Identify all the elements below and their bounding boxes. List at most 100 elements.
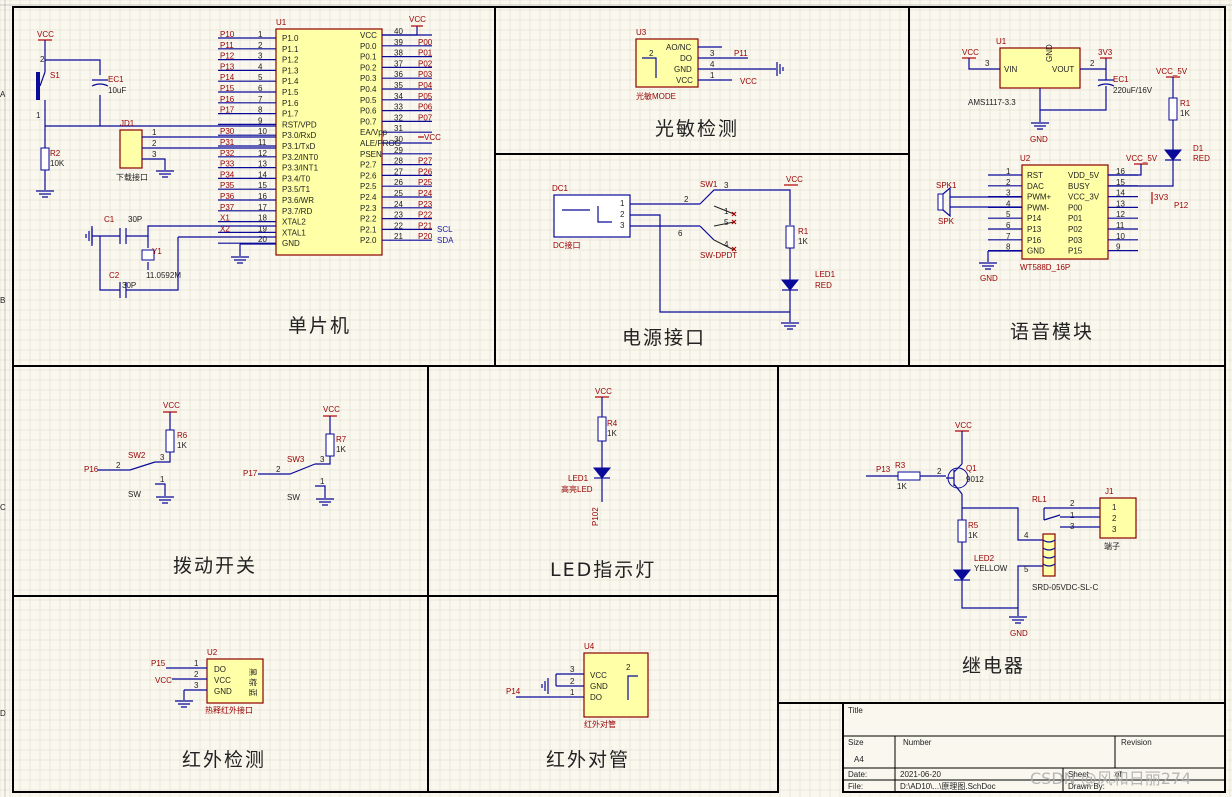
mcu-pin-name: P0.6 <box>360 107 377 116</box>
dc-jack[interactable] <box>553 194 631 238</box>
mcu-net-label: P02 <box>418 59 433 68</box>
r4-value: 1K <box>607 429 617 438</box>
mcu-pin-num: 28 <box>394 157 403 166</box>
voice-u2-pin-name: VDD_5V <box>1068 171 1100 180</box>
ir-pair-module[interactable] <box>583 652 649 718</box>
voice-u1-desc: AMS1117-3.3 <box>968 98 1016 107</box>
ir-detect-do: DO <box>214 665 226 674</box>
mcu-pin-name: P2.3 <box>360 204 377 213</box>
mcu-pin-name: P0.3 <box>360 74 377 83</box>
light-pin-num-1: 1 <box>710 71 715 80</box>
mcu-net-label: P07 <box>418 113 433 122</box>
light-sensor-module[interactable] <box>635 38 699 88</box>
spk-ref: SPK1 <box>936 181 957 190</box>
crystal-y1[interactable] <box>141 249 155 261</box>
wt588d-module[interactable] <box>1021 164 1109 260</box>
y1-ref: Y1 <box>152 247 162 256</box>
jd1-desc: 下载接口 <box>116 172 148 182</box>
mcu-pin-name: P3.3/INT1 <box>282 164 319 173</box>
titleblock-file: D:\AD10\...\原理图.SchDoc <box>900 782 996 791</box>
rl1-pin-3: 3 <box>1070 522 1075 531</box>
mcu-pin-num: 33 <box>394 103 403 112</box>
ams1117-regulator[interactable] <box>999 47 1081 89</box>
r2-resistor[interactable] <box>40 147 50 171</box>
relay-coil[interactable] <box>1042 533 1056 577</box>
mcu-pin-num: 8 <box>258 106 263 115</box>
light-pin-num-3: 3 <box>710 49 715 58</box>
mcu-ref: U1 <box>276 18 287 27</box>
mcu-net-label: P37 <box>220 203 235 212</box>
ir-detect-module[interactable] <box>206 658 264 704</box>
light-ref: U3 <box>636 28 647 37</box>
voice-u2-pin-name: PWM- <box>1027 203 1050 212</box>
ir-detect-desc: 热释红外接口 <box>205 705 253 715</box>
r6-ref: R6 <box>177 431 188 440</box>
voice-u2-pin-num: 11 <box>1116 221 1125 230</box>
mcu-net-label: P17 <box>220 106 235 115</box>
power-section: DC1 DC接口 1 2 3 SW1 SW-DPDT 2 3 1 5 4 6 V… <box>552 175 836 330</box>
mcu-pin-name: P1.7 <box>282 110 299 119</box>
relay-r5[interactable] <box>957 519 967 543</box>
reset-switch[interactable] <box>36 72 40 100</box>
voice-u2-ref: U2 <box>1020 154 1031 163</box>
led-r4[interactable] <box>597 416 607 442</box>
voice-d1-value: RED <box>1193 154 1210 163</box>
switch-r6[interactable] <box>165 429 175 453</box>
voice-r1[interactable] <box>1168 97 1178 121</box>
sw2-desc: SW <box>128 490 141 499</box>
jd1-connector[interactable] <box>119 129 143 169</box>
mcu-chip[interactable] <box>275 28 383 256</box>
voice-gnd-label: GND <box>1030 135 1048 144</box>
mcu-pin-num: 1 <box>258 30 263 39</box>
indicator-led <box>592 467 612 479</box>
mcu-net-label: P01 <box>418 49 433 58</box>
power-r1[interactable] <box>785 225 795 249</box>
j1-pin-3: 3 <box>1112 525 1117 534</box>
ground-symbol <box>36 190 54 198</box>
voice-u2-pin-name: P14 <box>1027 214 1042 223</box>
mcu-pin-name: RST/VPD <box>282 120 317 129</box>
mcu-pin-name: P3.6/WR <box>282 196 314 205</box>
relay-gnd-label: GND <box>1010 629 1028 638</box>
mcu-pin-num: 13 <box>258 160 267 169</box>
section-title-mcu: 单片机 <box>288 315 351 337</box>
rl1-pin-5: 5 <box>1024 565 1029 574</box>
mcu-pin-name: P3.0/RxD <box>282 131 316 140</box>
voice-3v3-label: 3V3 <box>1098 48 1113 57</box>
mcu-pin-name: P3.7/RD <box>282 207 312 216</box>
mcu-pin-num: 36 <box>394 70 403 79</box>
voice-ec1-ref: EC1 <box>1113 75 1129 84</box>
voice-u2-pin-name: GND <box>1027 247 1045 256</box>
light-desc: 光敏MODE <box>636 91 676 101</box>
title-block: Title Size A4 Number Revision Date: 2021… <box>842 702 1226 793</box>
mcu-net-label: P26 <box>418 167 433 176</box>
power-led-ref: LED1 <box>815 270 836 279</box>
voice-vcc-label: VCC <box>962 48 979 57</box>
rl1-ref: RL1 <box>1032 495 1047 504</box>
mcu-pin-name: P2.0 <box>360 236 377 245</box>
mcu-net-label: P36 <box>220 192 235 201</box>
relay-r3[interactable] <box>897 471 921 481</box>
section-title-light: 光敏检测 <box>655 118 739 140</box>
r6-value: 1K <box>177 441 187 450</box>
voice-p12-label: P12 <box>1174 201 1189 210</box>
rl1-desc: SRD-05VDC-SL-C <box>1032 583 1098 592</box>
power-vcc-label: VCC <box>786 175 803 184</box>
terminal-j1[interactable] <box>1099 497 1137 539</box>
mcu-pin-num: 15 <box>258 181 267 190</box>
mcu-net-label: X1 <box>220 214 230 223</box>
mcu-net-label: P22 <box>418 211 433 220</box>
margin-letter-b: B <box>0 296 5 305</box>
q1-value: 9012 <box>966 475 984 484</box>
j1-ref: J1 <box>1105 487 1114 496</box>
voice-u2-pin-name: P02 <box>1068 225 1083 234</box>
voice-u2-pin-num: 2 <box>1006 178 1011 187</box>
power-led <box>780 279 800 291</box>
switch-r7[interactable] <box>325 433 335 457</box>
light-net-vcc: VCC <box>740 77 757 86</box>
mcu-net-label: P31 <box>220 138 235 147</box>
